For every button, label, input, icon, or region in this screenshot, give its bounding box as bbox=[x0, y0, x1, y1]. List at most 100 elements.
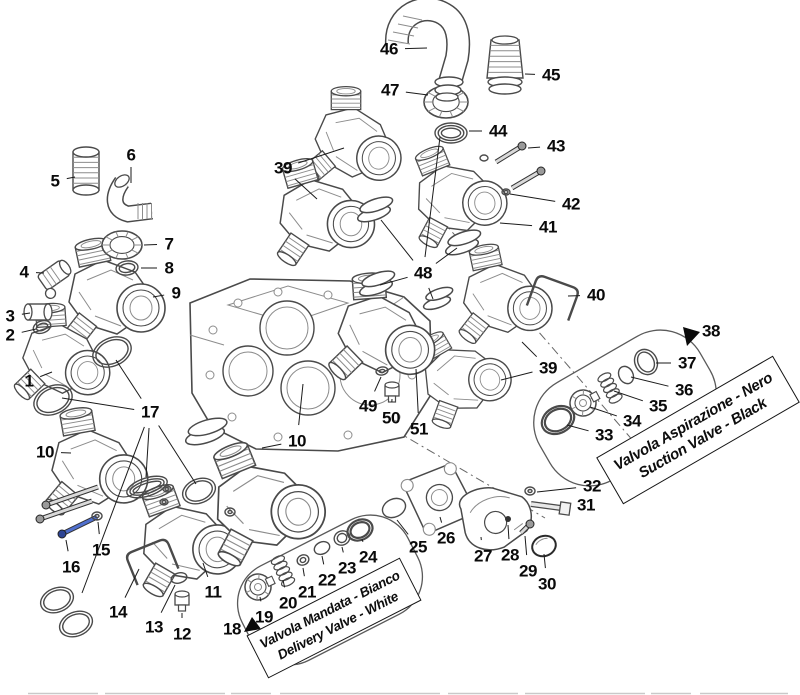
part-art-screw-blue bbox=[57, 514, 99, 539]
callout-10-label: 10 bbox=[36, 443, 54, 462]
callout-21-leader bbox=[302, 567, 305, 577]
callout-17-leader bbox=[158, 425, 197, 485]
callout-5-leader bbox=[66, 176, 76, 180]
part-art-o-ring bbox=[501, 188, 511, 196]
callout-14-label: 14 bbox=[109, 603, 128, 622]
part-art-screw bbox=[41, 484, 99, 510]
part-art-valve-housing bbox=[276, 158, 376, 267]
part-art-screw bbox=[35, 498, 93, 524]
callout-21-label: 21 bbox=[298, 583, 316, 602]
part-art-o-ring bbox=[479, 154, 489, 162]
part-art-o-ring bbox=[524, 486, 536, 496]
marker-18 bbox=[244, 617, 261, 632]
callout-25-leader bbox=[396, 519, 409, 535]
part-art-threaded-nipple bbox=[72, 146, 100, 196]
part-art-o-ring bbox=[434, 122, 468, 144]
callout-38-label: 38 bbox=[702, 322, 720, 341]
callout-19-label: 19 bbox=[255, 608, 273, 627]
part-art-o-ring-pair bbox=[356, 196, 394, 223]
part-art-o-ring bbox=[92, 336, 132, 368]
callout-51-leader bbox=[415, 368, 419, 414]
callout-29-leader bbox=[524, 535, 528, 556]
callout-20-leader bbox=[282, 579, 286, 588]
callout-1-leader bbox=[39, 371, 53, 378]
part-art-valve-cover bbox=[458, 487, 533, 551]
part-art-o-ring bbox=[39, 586, 75, 614]
marker-38 bbox=[683, 327, 700, 346]
callout-34-label: 34 bbox=[623, 412, 642, 431]
part-art-o-ring bbox=[33, 384, 73, 416]
part-art-spring bbox=[597, 372, 623, 404]
part-art-valve-housing bbox=[212, 441, 327, 567]
part-art-elbow-fitting bbox=[106, 174, 154, 223]
part-art-o-ring bbox=[159, 498, 169, 506]
callout-32-leader bbox=[536, 487, 577, 493]
callout-17-label: 17 bbox=[141, 403, 159, 422]
part-art-o-ring bbox=[162, 485, 172, 493]
callout-41-label: 41 bbox=[539, 218, 557, 237]
callout-22-label: 22 bbox=[318, 571, 336, 590]
callout-14-leader bbox=[124, 568, 140, 598]
callout-37-label: 37 bbox=[678, 354, 696, 373]
part-art-hose-elbow bbox=[385, 0, 471, 102]
callout-33-label: 33 bbox=[595, 426, 613, 445]
callout-13-leader bbox=[160, 584, 176, 613]
part-art-o-ring bbox=[346, 518, 374, 542]
part-art-drain-fitting bbox=[37, 259, 72, 300]
delivery-valve-group bbox=[236, 514, 424, 666]
part-art-o-ring bbox=[224, 507, 236, 517]
callout-39-leader bbox=[500, 371, 533, 381]
callout-36-label: 36 bbox=[675, 381, 693, 400]
part-art-hose-barb bbox=[486, 35, 524, 95]
part-art-o-ring bbox=[126, 475, 168, 499]
callout-10-leader bbox=[298, 383, 304, 426]
callout-33-leader bbox=[566, 424, 589, 432]
callout-24-label: 24 bbox=[359, 548, 378, 567]
callout-48-leader bbox=[435, 247, 458, 264]
callout-2-leader bbox=[21, 328, 37, 333]
callout-1-label: 1 bbox=[25, 372, 34, 391]
callout-39-label: 39 bbox=[539, 359, 557, 378]
callout-39-leader bbox=[298, 147, 345, 164]
part-art-retaining-clip bbox=[125, 538, 180, 586]
callout-39-leader bbox=[521, 341, 538, 358]
callout-9-label: 9 bbox=[172, 284, 181, 303]
part-art-spring bbox=[270, 555, 296, 587]
callout-49-leader bbox=[374, 376, 382, 392]
callout-18-label: 18 bbox=[223, 620, 241, 639]
callout-3-label: 3 bbox=[6, 307, 15, 326]
callout-7-leader bbox=[143, 243, 158, 246]
callout-47-leader bbox=[405, 91, 429, 96]
callout-15-leader bbox=[97, 521, 100, 535]
callout-17-leader bbox=[145, 427, 150, 478]
part-art-o-ring bbox=[296, 554, 310, 566]
part-art-o-ring-pair bbox=[184, 417, 228, 446]
part-art-o-ring bbox=[181, 477, 217, 505]
callout-36-leader bbox=[630, 376, 669, 387]
callout-2-label: 2 bbox=[6, 326, 15, 345]
part-art-valve-housing bbox=[414, 145, 508, 249]
part-art-plug bbox=[23, 303, 53, 321]
callout-47-label: 47 bbox=[381, 81, 399, 100]
callout-8-label: 8 bbox=[165, 259, 174, 278]
callout-16-leader bbox=[65, 539, 69, 552]
callout-45-label: 45 bbox=[542, 66, 560, 85]
part-art-valve bbox=[569, 389, 601, 417]
callout-43-label: 43 bbox=[547, 137, 565, 156]
callout-44-label: 44 bbox=[489, 122, 508, 141]
callout-49-label: 49 bbox=[359, 397, 377, 416]
callout-26-leader bbox=[439, 516, 443, 523]
callout-30-label: 30 bbox=[538, 575, 556, 594]
callout-42-leader bbox=[509, 193, 556, 202]
callout-24-leader bbox=[361, 538, 364, 542]
callout-39-leader bbox=[294, 178, 318, 200]
callout-22-leader bbox=[321, 555, 325, 565]
part-art-plug-bolt bbox=[174, 590, 190, 612]
callout-25-label: 25 bbox=[409, 538, 427, 557]
part-art-o-ring bbox=[617, 365, 635, 385]
part-art-o-ring bbox=[313, 540, 331, 556]
callout-39-label: 39 bbox=[274, 159, 292, 178]
callout-48-label: 48 bbox=[414, 264, 432, 283]
